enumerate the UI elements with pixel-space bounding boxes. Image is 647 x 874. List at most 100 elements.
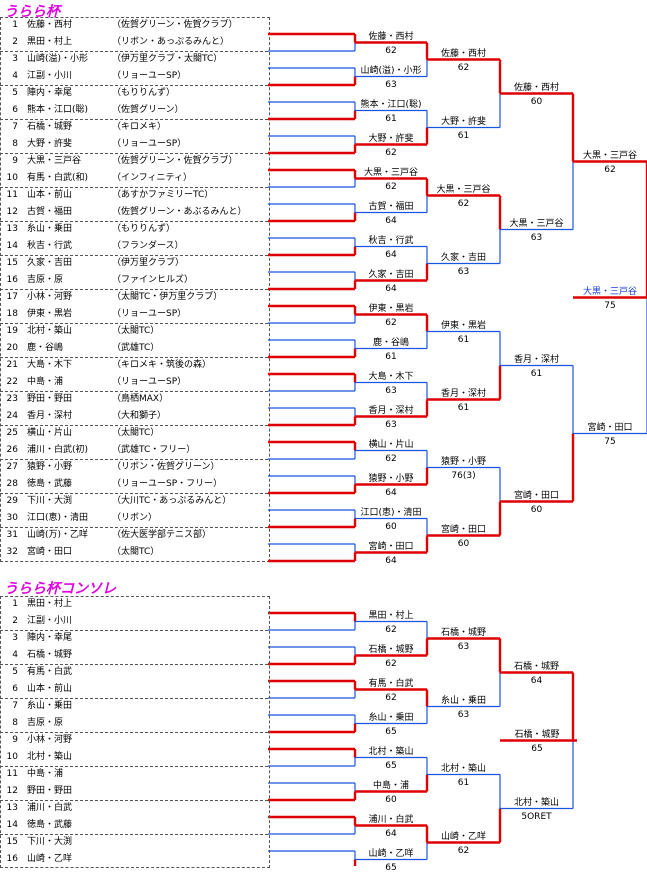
seed-number: 14 xyxy=(6,241,18,251)
pair-club: （佐賀グリーン・あぶるみんと） xyxy=(112,207,247,217)
pair-names: 中島・浦 xyxy=(27,377,64,387)
pair-names: 大黒・三戸谷 xyxy=(27,156,82,166)
seed-number: 5 xyxy=(12,667,18,677)
con-r1-winner: 黒田・村上 xyxy=(368,610,414,621)
pair-names: 徳島・武藤 xyxy=(27,479,73,489)
con-r3-winner: 石橋・城野 xyxy=(513,661,559,672)
seed-number: 24 xyxy=(6,411,18,421)
pair-names: 吉原・原 xyxy=(27,718,64,728)
pair-names: 有馬・白武(和) xyxy=(27,173,89,183)
pair-names: 浦川・白武(初) xyxy=(27,445,89,455)
seed-number: 8 xyxy=(12,718,18,728)
seed-number: 7 xyxy=(12,122,18,132)
seed-number: 4 xyxy=(12,71,18,81)
pair-names: 山本・前山 xyxy=(27,190,73,200)
pair-club: （武雄TC・フリー） xyxy=(112,445,196,455)
main-r1-winner: 江口(恵)・清田 xyxy=(360,507,422,518)
seed-number: 17 xyxy=(6,292,18,302)
seed-number: 8 xyxy=(12,139,18,149)
pair-names: 大野・許斐 xyxy=(27,139,73,149)
pair-club: （あすかファミリーTC） xyxy=(112,190,214,200)
main-r4-winner: 大黒・三戸谷 xyxy=(582,150,637,161)
main-r1-winner: 鹿・谷嶋 xyxy=(372,337,409,348)
pair-names: 小林・河野 xyxy=(27,292,73,302)
con-r1-winner: 山崎・乙咩 xyxy=(368,848,414,859)
seed-number: 2 xyxy=(12,616,18,626)
main-r2-score: 76(3) xyxy=(451,470,476,481)
main-r2-score: 61 xyxy=(457,402,470,413)
pair-club: （キロメキ） xyxy=(112,122,167,132)
seed-number: 6 xyxy=(12,684,18,694)
pair-club: （佐賀グリーン・佐賀クラブ） xyxy=(112,20,238,30)
main-r1-score: 63 xyxy=(385,385,397,396)
pair-names: 山本・前山 xyxy=(27,684,73,694)
seed-number: 1 xyxy=(12,599,18,609)
con-r2-score: 63 xyxy=(457,709,470,720)
con-r1-score: 65 xyxy=(385,726,397,737)
seed-number: 13 xyxy=(6,224,18,234)
main-r3-score: 61 xyxy=(530,368,543,379)
pair-club: （伊万里クラブ・太閤TC） xyxy=(112,54,223,64)
pair-names: 有馬・白武 xyxy=(27,667,73,677)
con-r1-score: 62 xyxy=(385,658,397,669)
con-r1-score: 60 xyxy=(385,794,397,805)
seed-number: 30 xyxy=(6,513,18,523)
con-r2-winner: 石橋・城野 xyxy=(440,627,486,638)
pair-club: （武雄TC） xyxy=(112,343,160,353)
main-r2-winner: 伊東・黒岩 xyxy=(440,320,486,331)
main-r2-winner: 宮崎・田口 xyxy=(440,524,486,535)
consolation-entry-row: 6 山本・前山 xyxy=(0,681,268,699)
pair-club: （もりりんず） xyxy=(112,88,176,98)
pair-club: （リョーユーSP） xyxy=(112,309,187,319)
seed-number: 15 xyxy=(6,837,18,847)
main-r1-score: 62 xyxy=(385,181,397,192)
main-r1-score: 62 xyxy=(385,453,397,464)
seed-number: 16 xyxy=(6,275,18,285)
seed-number: 1 xyxy=(12,20,18,30)
pair-club: （佐賀グリーン・佐賀クラブ） xyxy=(112,156,238,166)
pair-club: （佐大医学部テニス部） xyxy=(112,530,212,540)
seed-number: 13 xyxy=(6,803,18,813)
main-r2-winner: 佐藤・西村 xyxy=(440,48,486,59)
main-r1-score: 64 xyxy=(385,487,397,498)
pair-names: 黒田・村上 xyxy=(27,599,73,609)
pair-names: 野田・野田 xyxy=(27,786,73,796)
pair-club: （伊万里クラブ） xyxy=(112,258,185,268)
seed-number: 9 xyxy=(12,156,18,166)
pair-club: （インフィニティ） xyxy=(112,173,193,183)
con-r2-score: 61 xyxy=(457,777,470,788)
con-r2-winner: 北村・築山 xyxy=(440,763,486,774)
main-r1-winner: 久家・吉田 xyxy=(368,269,414,280)
main-r1-winner: 大黒・三戸谷 xyxy=(363,167,418,178)
main-r1-winner: 横山・片山 xyxy=(368,439,414,450)
pair-names: 山崎(溢)・小形 xyxy=(27,54,89,64)
seed-number: 9 xyxy=(12,735,18,745)
main-r2-winner: 大野・許斐 xyxy=(440,116,486,127)
pair-club: （リョーユーSP） xyxy=(112,71,187,81)
pair-names: 糸山・乗田 xyxy=(27,224,73,234)
pair-names: 石橋・城野 xyxy=(27,650,73,660)
pair-club: （太閤TC） xyxy=(112,428,160,438)
pair-club: （リボン・佐賀グリーン） xyxy=(112,462,220,472)
